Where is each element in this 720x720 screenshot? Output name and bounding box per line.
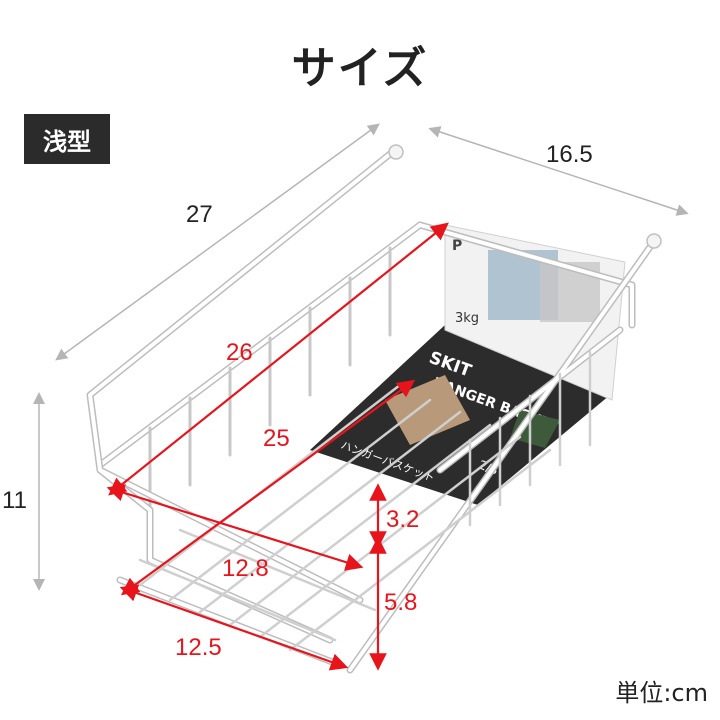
dim-label-outer-height: 11: [2, 487, 27, 514]
dim-label-outer-width: 16.5: [546, 141, 593, 168]
dim-label-bottom-length: 25: [263, 425, 290, 452]
rod-end-caps: [388, 144, 662, 249]
package-brand-mark: P: [452, 238, 462, 254]
dim-label-body-height: 5.8: [384, 589, 417, 616]
dim-label-top-length: 26: [226, 339, 253, 366]
page-title: サイズ: [291, 43, 429, 94]
dim-label-top-width: 12.8: [222, 555, 269, 582]
back-wires: [148, 246, 392, 517]
dim-label-lip-height: 3.2: [386, 506, 419, 533]
inner-dimension-lines: [106, 222, 449, 671]
dim-label-outer-length: 27: [186, 201, 213, 228]
dim-label-bottom-width: 12.5: [175, 634, 222, 661]
package-load-capacity: 3kg: [455, 311, 479, 326]
unit-label: 単位:cm: [615, 679, 708, 707]
